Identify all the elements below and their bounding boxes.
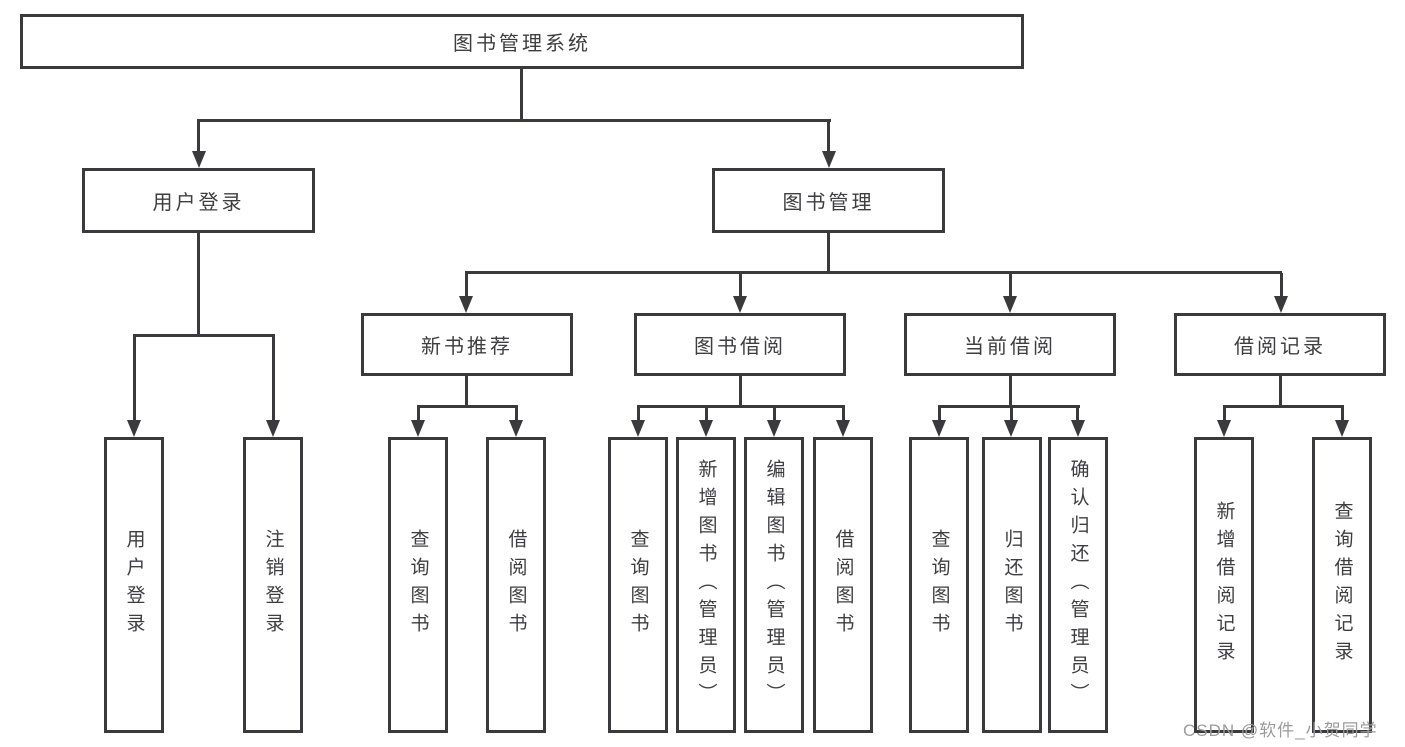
leaf-query-books-borrow: 查询图书 (608, 437, 668, 733)
connector-line (515, 407, 518, 420)
node-label: 新增图书（管理员） (695, 459, 717, 711)
node-label: 用户登录 (123, 529, 145, 641)
arrow-down-icon (767, 420, 781, 437)
connector-line (133, 334, 275, 337)
connector-line (520, 69, 523, 121)
arrow-down-icon (836, 420, 850, 437)
connector-line (1279, 376, 1282, 407)
connector-line (272, 336, 275, 420)
connector-line (465, 273, 468, 296)
node-new-book-recommend: 新书推荐 (361, 313, 573, 376)
arrow-down-icon (631, 420, 645, 437)
connector-line (739, 376, 742, 407)
connector-line (465, 376, 468, 407)
node-label: 编辑图书（管理员） (763, 459, 785, 711)
leaf-borrow-books-recommend: 借阅图书 (486, 437, 546, 733)
connector-line (637, 405, 845, 408)
connector-line (842, 407, 845, 420)
connector-line (827, 233, 830, 274)
node-label: 注销登录 (262, 529, 284, 641)
node-label: 查询图书 (407, 529, 429, 641)
node-label: 借阅图书 (832, 529, 854, 641)
connector-line (197, 121, 200, 151)
connector-line (705, 407, 708, 420)
connector-line (938, 405, 1080, 408)
connector-line (1341, 407, 1344, 420)
connector-line (938, 407, 941, 420)
arrow-down-icon (1004, 420, 1018, 437)
arrow-down-icon (822, 151, 836, 168)
node-label: 新增借阅记录 (1213, 501, 1235, 669)
node-label: 新书推荐 (421, 336, 513, 358)
node-label: 图书管理 (782, 192, 875, 214)
connector-line (133, 336, 136, 420)
connector-line (827, 121, 830, 151)
node-label: 查询图书 (928, 529, 950, 641)
leaf-add-books-admin: 新增图书（管理员） (676, 437, 736, 733)
connector-line (739, 273, 742, 296)
node-label: 当前借阅 (964, 336, 1056, 358)
leaf-confirm-return-admin: 确认归还（管理员） (1048, 437, 1108, 733)
connector-line (773, 407, 776, 420)
arrow-down-icon (733, 296, 747, 313)
arrow-down-icon (509, 420, 523, 437)
node-book-borrowing: 图书借阅 (634, 313, 846, 376)
node-label: 查询借阅记录 (1331, 501, 1353, 669)
connector-line (1010, 407, 1013, 420)
leaf-add-borrow-record: 新增借阅记录 (1194, 437, 1254, 733)
node-label: 用户登录 (152, 192, 245, 214)
arrow-down-icon (127, 420, 141, 437)
leaf-query-borrow-record: 查询借阅记录 (1312, 437, 1372, 733)
arrow-down-icon (459, 296, 473, 313)
node-label: 图书管理系统 (453, 33, 591, 55)
connector-line (197, 233, 200, 336)
node-library-system: 图书管理系统 (20, 14, 1024, 69)
node-label: 借阅记录 (1234, 336, 1326, 358)
leaf-edit-books-admin: 编辑图书（管理员） (744, 437, 804, 733)
arrow-down-icon (1003, 296, 1017, 313)
connector-line (1223, 407, 1226, 420)
node-label: 确认归还（管理员） (1067, 459, 1089, 711)
connector-line (1076, 407, 1079, 420)
arrow-down-icon (1335, 420, 1349, 437)
node-label: 归还图书 (1001, 529, 1023, 641)
leaf-borrow-books: 借阅图书 (813, 437, 873, 733)
connector-line (417, 405, 518, 408)
connector-line (1009, 376, 1012, 407)
watermark-text: CSDN @软件_小贺同学 (1183, 721, 1378, 740)
node-user-login-module: 用户登录 (82, 168, 315, 233)
connector-line (1280, 273, 1283, 296)
leaf-user-login: 用户登录 (104, 437, 164, 733)
connector-line (637, 407, 640, 420)
leaf-query-books-recommend: 查询图书 (388, 437, 448, 733)
arrow-down-icon (266, 420, 280, 437)
leaf-query-books-current: 查询图书 (909, 437, 969, 733)
connector-line (1009, 273, 1012, 296)
arrow-down-icon (699, 420, 713, 437)
node-label: 查询图书 (627, 529, 649, 641)
arrow-down-icon (192, 151, 206, 168)
node-label: 图书借阅 (694, 336, 786, 358)
arrow-down-icon (932, 420, 946, 437)
connector-line (417, 407, 420, 420)
arrow-down-icon (1274, 296, 1288, 313)
arrow-down-icon (1217, 420, 1231, 437)
node-label: 借阅图书 (505, 529, 527, 641)
node-borrowing-records: 借阅记录 (1174, 313, 1386, 376)
connector-line (465, 271, 1282, 274)
arrow-down-icon (1071, 420, 1085, 437)
connector-line (197, 119, 831, 122)
node-current-borrowing: 当前借阅 (904, 313, 1116, 376)
leaf-logout: 注销登录 (243, 437, 303, 733)
node-book-management: 图书管理 (712, 168, 945, 233)
connector-line (1223, 405, 1344, 408)
leaf-return-books: 归还图书 (982, 437, 1042, 733)
arrow-down-icon (411, 420, 425, 437)
